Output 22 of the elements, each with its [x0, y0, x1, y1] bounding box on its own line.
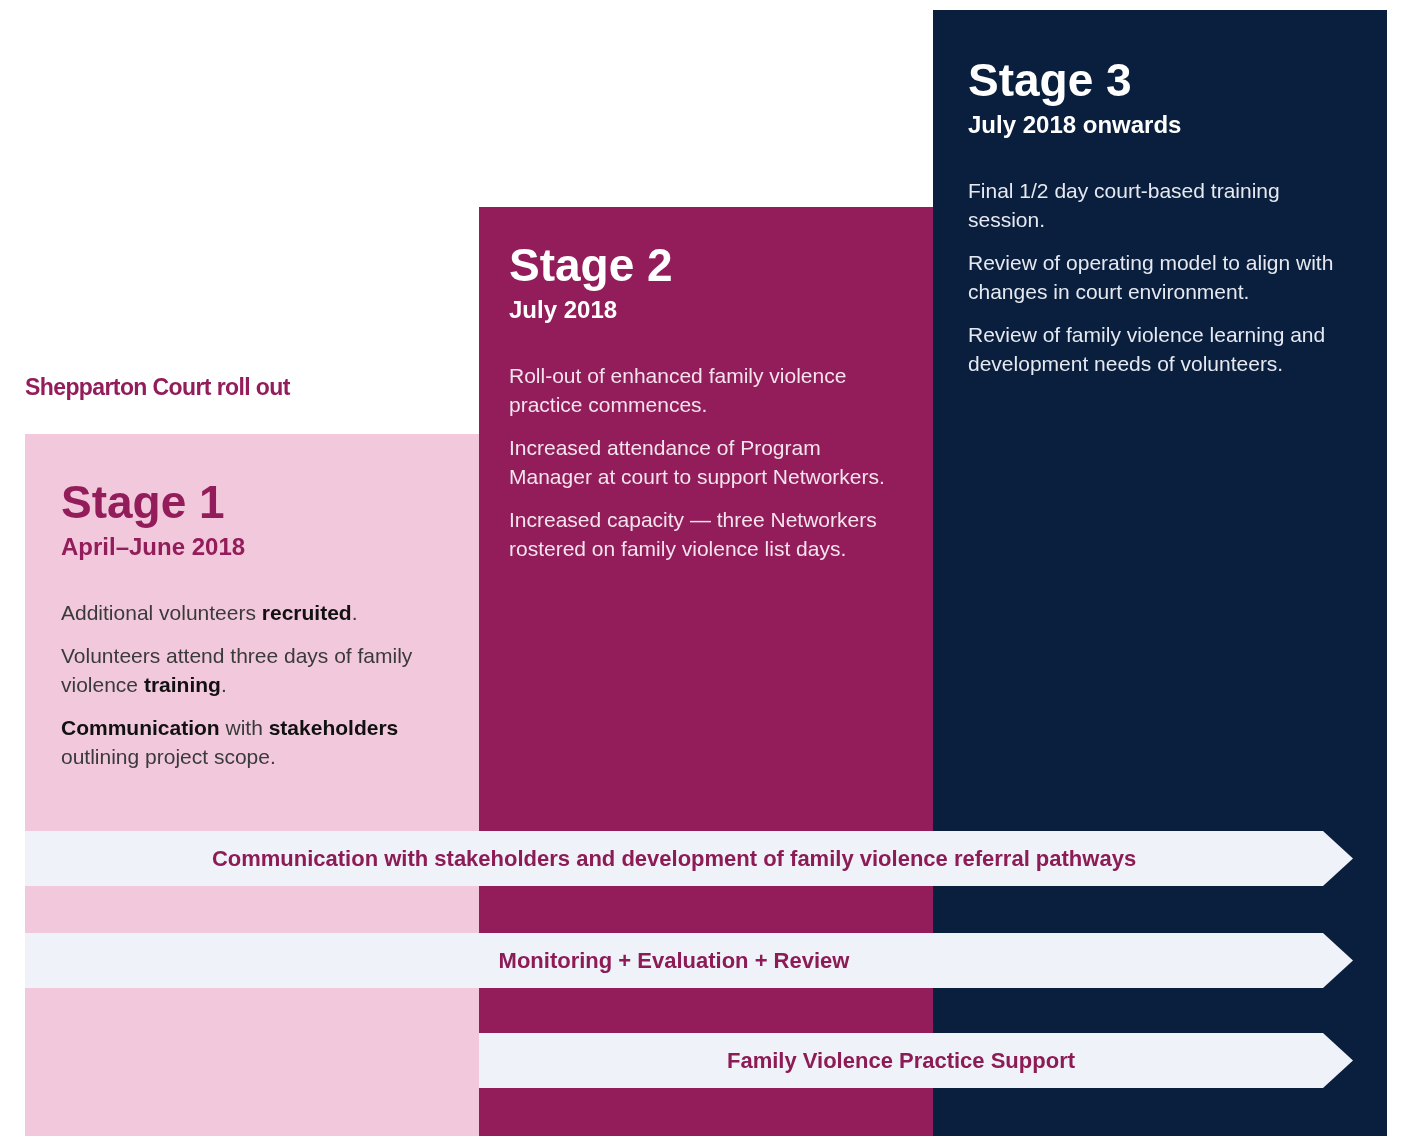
stage-heading: Stage 1 [61, 476, 226, 528]
stage-heading: Stage 2 [509, 239, 674, 291]
description-text: Increased capacity — three Networkers rostered on family violence list days. [509, 507, 878, 562]
section-label: Shepparton Court roll out [25, 374, 290, 401]
band-label: Family Violence Practice Support [725, 1047, 1076, 1075]
description-text: Communication with stakeholders outlining project scope. [61, 715, 400, 770]
arrow-band [25, 831, 1353, 886]
description-text: Final 1/2 day court-based training session. [968, 178, 1281, 233]
description-text: Review of family violence learning and development needs of volunteers. [968, 322, 1327, 377]
stage-date: July 2018 onwards [968, 110, 1183, 140]
description-text: Roll-out of enhanced family violence practice commences. [509, 363, 848, 418]
stage-date: July 2018 [509, 295, 619, 325]
band-label: Monitoring + Evaluation + Review [497, 947, 851, 975]
description-text: Additional volunteers recruited. [61, 600, 359, 626]
description-text: Review of operating model to align with changes in court environment. [968, 250, 1335, 305]
arrow-band [479, 1033, 1353, 1088]
stage-heading: Stage 3 [968, 54, 1133, 106]
stage-date: April–June 2018 [61, 532, 247, 562]
description-text: Increased attendance of Program Manager at court to support Networkers. [509, 435, 886, 490]
description-text: Volunteers attend three days of family violence training. [61, 643, 414, 698]
band-label: Communication with stakeholders and development of family violence referral pathways [210, 845, 1138, 873]
arrow-band [25, 933, 1353, 988]
